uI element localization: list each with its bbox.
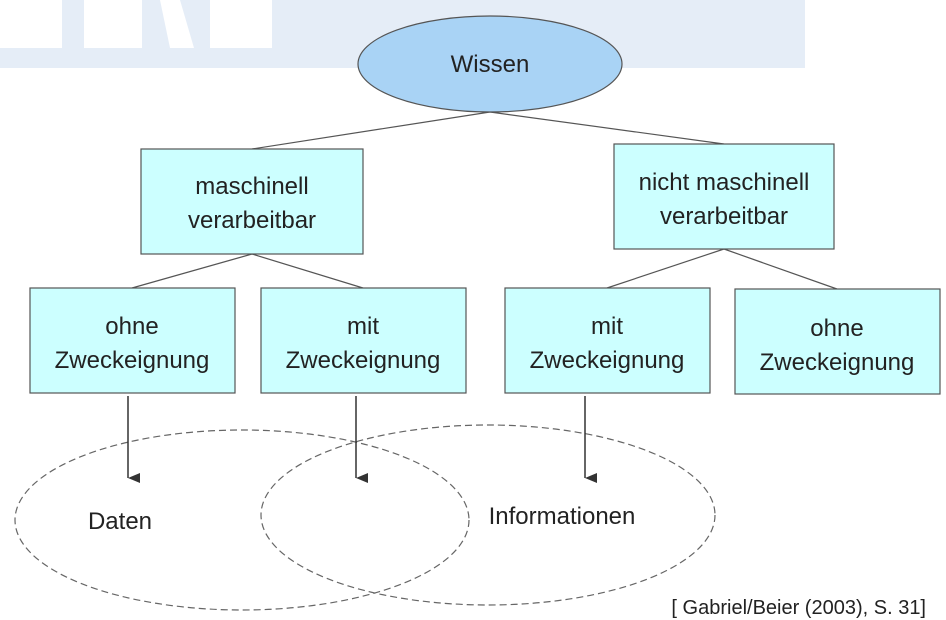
set-daten-label: Daten [88, 508, 152, 535]
set-informationen-label: Informationen [489, 503, 636, 530]
connector-right-leaf4 [723, 248, 838, 290]
connector-left-leaf2 [251, 253, 364, 289]
set-daten-ellipse [14, 429, 470, 611]
node-machine-processable-line2: verarbeitbar [188, 207, 316, 234]
leaf-box-1 [29, 287, 236, 394]
node-not-machine-processable [613, 143, 835, 250]
set-informationen-ellipse [260, 424, 716, 606]
leaf-3-line1: mit [591, 313, 623, 340]
connector-root-right [489, 111, 725, 145]
root-label: Wissen [451, 51, 530, 78]
leaf-2-line1: mit [347, 313, 379, 340]
node-machine-processable-line1: maschinell [195, 173, 308, 200]
leaf-4-line2: Zweckeignung [760, 349, 915, 376]
source-citation: [ Gabriel/Beier (2003), S. 31] [671, 597, 926, 619]
watermark-logo [0, 0, 272, 48]
leaf-1-line1: ohne [105, 313, 158, 340]
leaf-box-4 [734, 288, 941, 395]
connector-root-left [251, 111, 491, 150]
root-node [357, 15, 623, 113]
leaf-4-line1: ohne [810, 315, 863, 342]
connector-left-leaf1 [131, 253, 253, 289]
leaf-box-2 [260, 287, 467, 394]
connector-right-leaf3 [606, 248, 725, 289]
leaf-2-line2: Zweckeignung [286, 347, 441, 374]
leaf-box-3 [504, 287, 711, 394]
leaf-3-line2: Zweckeignung [530, 347, 685, 374]
node-not-machine-processable-line1: nicht maschinell [639, 169, 810, 196]
node-not-machine-processable-line2: verarbeitbar [660, 203, 788, 230]
node-machine-processable [140, 148, 364, 255]
leaf-1-line2: Zweckeignung [55, 347, 210, 374]
